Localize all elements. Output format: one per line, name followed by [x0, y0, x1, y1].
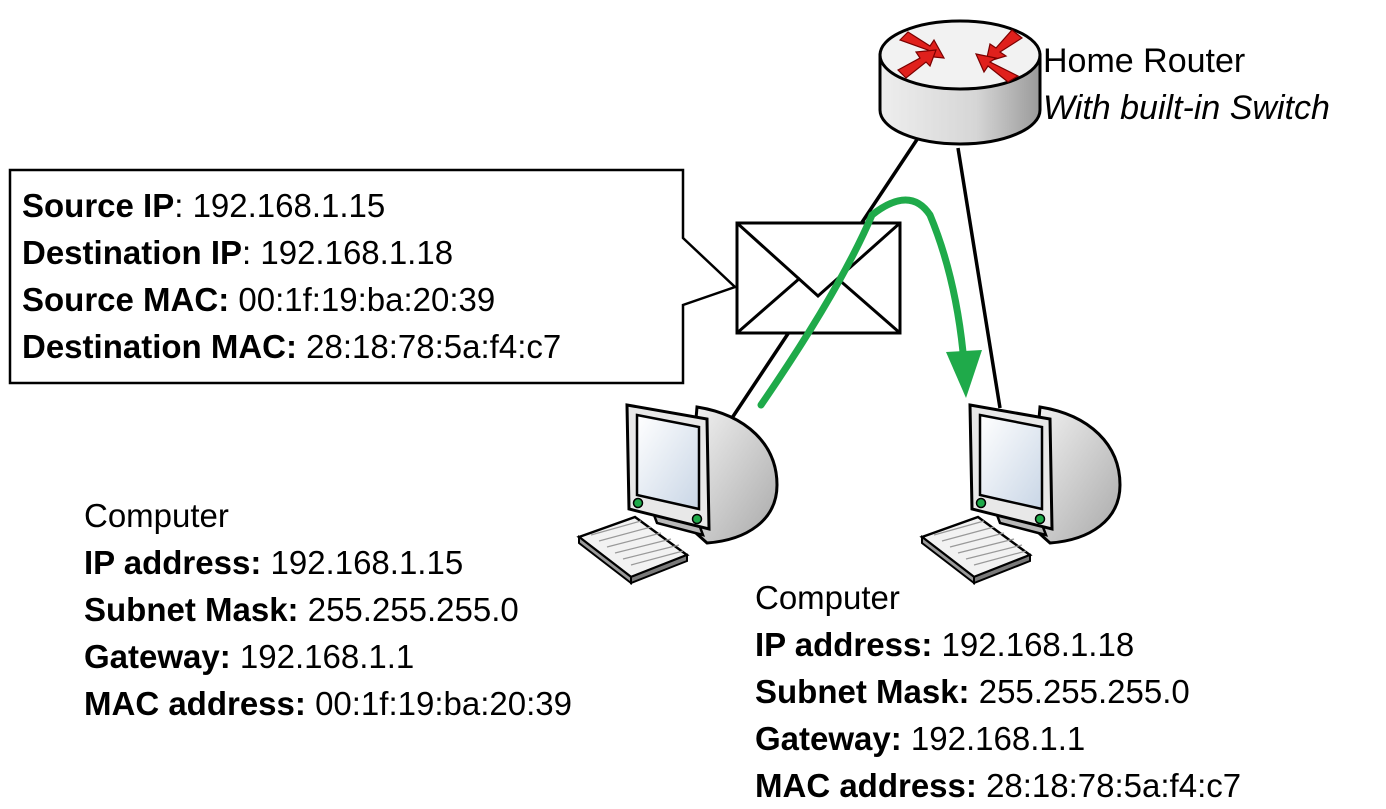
info-value: 28:18:78:5a:f4:c7	[986, 767, 1242, 804]
router-label: Home Router With built-in Switch	[1043, 38, 1330, 132]
computer-info-right: Computer IP address: 192.168.1.18 Subnet…	[755, 574, 1241, 809]
computer-ip: IP address: 192.168.1.15	[84, 539, 572, 586]
field-value: 28:18:78:5a:f4:c7	[306, 328, 562, 365]
info-label: MAC address:	[84, 685, 306, 722]
info-label: Subnet Mask:	[755, 673, 970, 710]
field-separator	[229, 281, 238, 318]
computer-ip: IP address: 192.168.1.18	[755, 621, 1241, 668]
traffic-flow-arrow	[757, 196, 982, 409]
packet-header-fields: Source IP: 192.168.1.15 Destination IP: …	[22, 182, 561, 370]
field-label: Destination IP	[22, 234, 243, 271]
computer-info-left: Computer IP address: 192.168.1.15 Subnet…	[84, 492, 572, 727]
info-value: 192.168.1.18	[941, 626, 1135, 663]
info-value: 192.168.1.1	[239, 638, 415, 675]
field-value: 192.168.1.18	[260, 234, 454, 271]
field-separator: :	[174, 187, 193, 224]
packet-field-destination-ip: Destination IP: 192.168.1.18	[22, 229, 561, 276]
info-label: Gateway:	[84, 638, 231, 675]
field-label: Source MAC:	[22, 281, 230, 318]
info-value: 192.168.1.1	[910, 720, 1086, 757]
info-label: Gateway:	[755, 720, 902, 757]
packet-field-destination-mac: Destination MAC: 28:18:78:5a:f4:c7	[22, 323, 561, 370]
computer-icon	[920, 403, 1122, 585]
router-subtitle: With built-in Switch	[1043, 89, 1330, 127]
field-separator	[297, 328, 306, 365]
field-label: Source IP	[22, 187, 175, 224]
computer-icon	[577, 403, 779, 585]
computer-subnet-mask: Subnet Mask: 255.255.255.0	[755, 668, 1241, 715]
field-value: 00:1f:19:ba:20:39	[238, 281, 496, 318]
info-value: 192.168.1.15	[270, 544, 464, 581]
field-separator: :	[242, 234, 261, 271]
router-icon	[878, 19, 1042, 146]
computer-title: Computer	[755, 579, 900, 616]
computer-subnet-mask: Subnet Mask: 255.255.255.0	[84, 586, 572, 633]
computer-mac: MAC address: 00:1f:19:ba:20:39	[84, 680, 572, 727]
computer-gateway: Gateway: 192.168.1.1	[84, 633, 572, 680]
info-value: 00:1f:19:ba:20:39	[315, 685, 572, 722]
computer-mac: MAC address: 28:18:78:5a:f4:c7	[755, 762, 1241, 809]
computer-gateway: Gateway: 192.168.1.1	[755, 715, 1241, 762]
computer-title: Computer	[84, 497, 229, 534]
info-value: 255.255.255.0	[978, 673, 1190, 710]
info-label: IP address:	[84, 544, 262, 581]
info-label: Subnet Mask:	[84, 591, 299, 628]
cable-router-to-right-computer	[956, 147, 1002, 409]
info-value: 255.255.255.0	[307, 591, 519, 628]
packet-callout-box	[8, 168, 738, 385]
router-title: Home Router	[1043, 42, 1246, 80]
field-label: Destination MAC:	[22, 328, 297, 365]
packet-field-source-ip: Source IP: 192.168.1.15	[22, 182, 561, 229]
info-label: MAC address:	[755, 767, 977, 804]
info-label: IP address:	[755, 626, 933, 663]
field-value: 192.168.1.15	[192, 187, 386, 224]
packet-field-source-mac: Source MAC: 00:1f:19:ba:20:39	[22, 276, 561, 323]
